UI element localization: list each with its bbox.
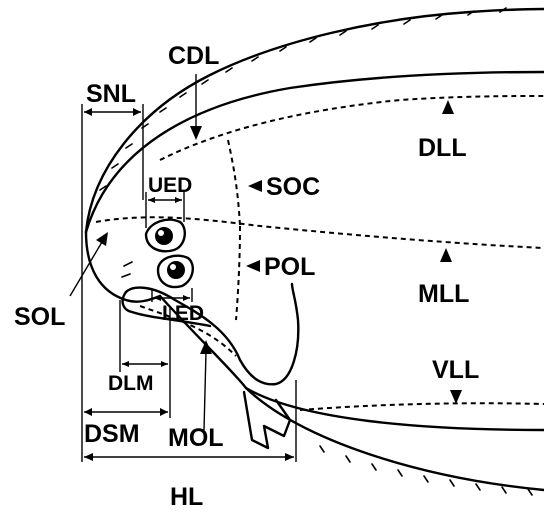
pol-pointer: [246, 260, 260, 272]
label-hl: HL: [170, 483, 203, 511]
label-cdl: CDL: [168, 42, 219, 70]
head-ventral-outline: [84, 230, 162, 303]
label-soc: SOC: [266, 173, 320, 201]
dorsal-lateral-line: [159, 95, 544, 161]
label-sol: SOL: [14, 303, 65, 331]
cdl-pointer: [190, 74, 202, 140]
operculum-outline: [124, 282, 300, 386]
label-dll: DLL: [418, 134, 467, 162]
dorsal-fin-fringe: [99, 7, 507, 191]
dorsal-fin-outline: [84, 7, 544, 234]
ventral-fin-outline: [244, 386, 544, 492]
dll-pointer: [442, 100, 454, 114]
snl-measure-arrow: [84, 108, 141, 116]
mandibular-line: [139, 305, 237, 357]
dlm-measure-arrow: [122, 361, 168, 367]
dsm-measure-arrow: [84, 408, 168, 416]
label-vll: VLL: [432, 356, 479, 384]
led-measure-arrow: [154, 295, 190, 301]
mll-pointer: [440, 248, 452, 262]
label-mol: MOL: [168, 424, 224, 452]
label-pol: POL: [264, 253, 315, 281]
body-dorsal-margin: [84, 70, 544, 234]
mol-pointer: [200, 340, 212, 431]
label-mll: MLL: [418, 280, 469, 308]
soc-pointer: [248, 180, 262, 192]
vll-pointer: [450, 390, 462, 404]
preopercular-line: [235, 225, 241, 321]
upper-eye: [144, 218, 186, 253]
label-dlm: DLM: [108, 372, 154, 395]
body-ventral-margin: [158, 294, 544, 432]
middle-lateral-line: [95, 216, 544, 249]
ventral-fin-fringe: [319, 445, 533, 496]
ued-measure-arrow: [148, 197, 182, 203]
nostril-marks: [121, 261, 133, 278]
hl-measure-arrow: [84, 453, 294, 461]
label-led: LED: [162, 302, 204, 325]
lower-eye: [156, 254, 194, 289]
sol-pointer: [69, 232, 108, 297]
label-ued: UED: [148, 174, 192, 197]
supraorbital-commissure: [227, 139, 241, 227]
pelvic-fin: [242, 390, 292, 450]
label-snl: SNL: [86, 80, 136, 108]
ventral-lateral-line: [299, 402, 544, 411]
label-dsm: DSM: [84, 420, 140, 448]
